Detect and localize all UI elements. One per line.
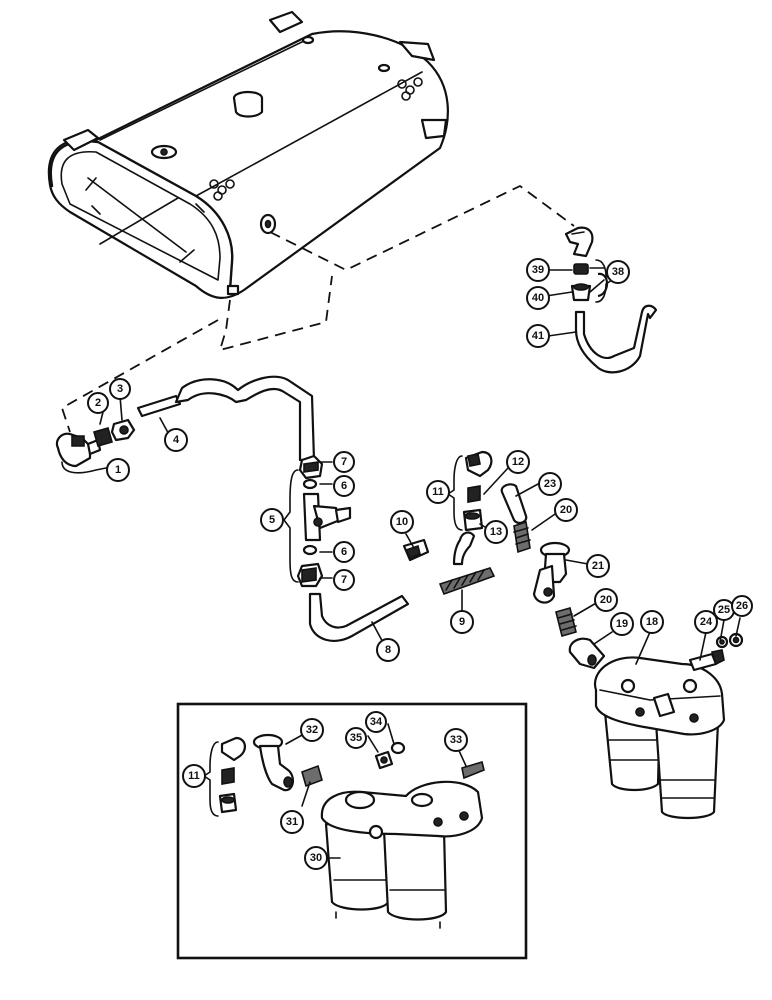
svg-text:20: 20 <box>560 504 572 516</box>
callout-1: 1 <box>106 458 130 482</box>
filter-inlet-parts <box>500 483 606 670</box>
bolt-and-washers <box>688 632 744 672</box>
callout-25: 25 <box>713 599 735 621</box>
callout-23: 23 <box>538 472 562 496</box>
svg-text:1: 1 <box>115 464 121 476</box>
callout-leader-lines <box>61 259 741 859</box>
callout-21: 21 <box>586 554 610 578</box>
callout-41: 41 <box>526 324 550 348</box>
svg-text:40: 40 <box>532 292 544 304</box>
svg-text:25: 25 <box>718 604 730 616</box>
callout-34: 34 <box>365 711 387 733</box>
supply-line-assembly <box>55 375 316 468</box>
svg-text:39: 39 <box>532 264 544 276</box>
svg-text:18: 18 <box>646 616 658 628</box>
svg-text:30: 30 <box>310 852 322 864</box>
svg-text:5: 5 <box>269 514 275 526</box>
leader-lines <box>60 184 575 433</box>
callout-40: 40 <box>526 286 550 310</box>
callout-11b: 11 <box>182 764 206 788</box>
callout-19: 19 <box>610 612 634 636</box>
callout-4: 4 <box>164 428 188 452</box>
svg-text:32: 32 <box>306 724 318 736</box>
callout-35: 35 <box>345 727 367 749</box>
callout-10: 10 <box>390 510 414 534</box>
callout-13: 13 <box>484 520 508 544</box>
svg-text:11: 11 <box>432 486 444 498</box>
callout-20b: 20 <box>594 588 618 612</box>
callout-7a: 7 <box>333 451 355 473</box>
svg-text:35: 35 <box>350 732 362 744</box>
svg-text:4: 4 <box>173 434 180 446</box>
callout-39: 39 <box>526 258 550 282</box>
svg-text:8: 8 <box>385 644 391 656</box>
tee-assembly <box>296 454 352 588</box>
fuel-tank <box>47 10 449 299</box>
svg-text:34: 34 <box>370 716 383 728</box>
svg-text:41: 41 <box>532 330 544 342</box>
svg-text:11: 11 <box>188 770 200 782</box>
callout-26: 26 <box>731 595 753 617</box>
callout-2: 2 <box>87 392 109 414</box>
fuel-filter-assembly-18 <box>593 656 726 820</box>
svg-text:2: 2 <box>95 397 101 409</box>
svg-text:21: 21 <box>592 560 604 572</box>
svg-text:9: 9 <box>459 616 465 628</box>
svg-text:7: 7 <box>341 574 347 586</box>
svg-text:6: 6 <box>341 546 347 558</box>
callout-6b: 6 <box>333 541 355 563</box>
callout-33: 33 <box>444 728 468 752</box>
svg-text:31: 31 <box>286 816 298 828</box>
svg-text:12: 12 <box>512 456 524 468</box>
callout-3: 3 <box>109 378 131 400</box>
callout-38: 38 <box>606 260 630 284</box>
svg-text:20: 20 <box>600 594 612 606</box>
callout-7b: 7 <box>333 569 355 591</box>
svg-text:7: 7 <box>341 456 347 468</box>
svg-text:13: 13 <box>490 526 502 538</box>
callouts: 1 2 3 4 5 6 6 7 7 8 9 10 11 11 12 13 18 … <box>87 258 753 870</box>
callout-5: 5 <box>260 508 284 532</box>
callout-11a: 11 <box>426 480 450 504</box>
svg-text:33: 33 <box>450 734 462 746</box>
svg-text:38: 38 <box>612 266 624 278</box>
elbow-fitting-set <box>462 450 493 532</box>
callout-24: 24 <box>694 610 718 634</box>
callout-30: 30 <box>304 846 328 870</box>
callout-31: 31 <box>280 810 304 834</box>
callout-20a: 20 <box>554 498 578 522</box>
svg-text:6: 6 <box>341 480 347 492</box>
return-line-assembly <box>564 226 658 374</box>
callout-12: 12 <box>506 450 530 474</box>
callout-18: 18 <box>640 610 664 634</box>
svg-text:3: 3 <box>117 383 123 395</box>
inset-alternate-filter <box>176 702 528 960</box>
svg-text:24: 24 <box>700 616 713 628</box>
svg-text:23: 23 <box>544 478 556 490</box>
svg-text:26: 26 <box>736 600 748 612</box>
callout-9: 9 <box>450 610 474 634</box>
callout-32: 32 <box>300 718 324 742</box>
callout-6a: 6 <box>333 475 355 497</box>
svg-text:10: 10 <box>396 516 408 528</box>
callout-8: 8 <box>376 638 400 662</box>
svg-text:19: 19 <box>616 618 628 630</box>
